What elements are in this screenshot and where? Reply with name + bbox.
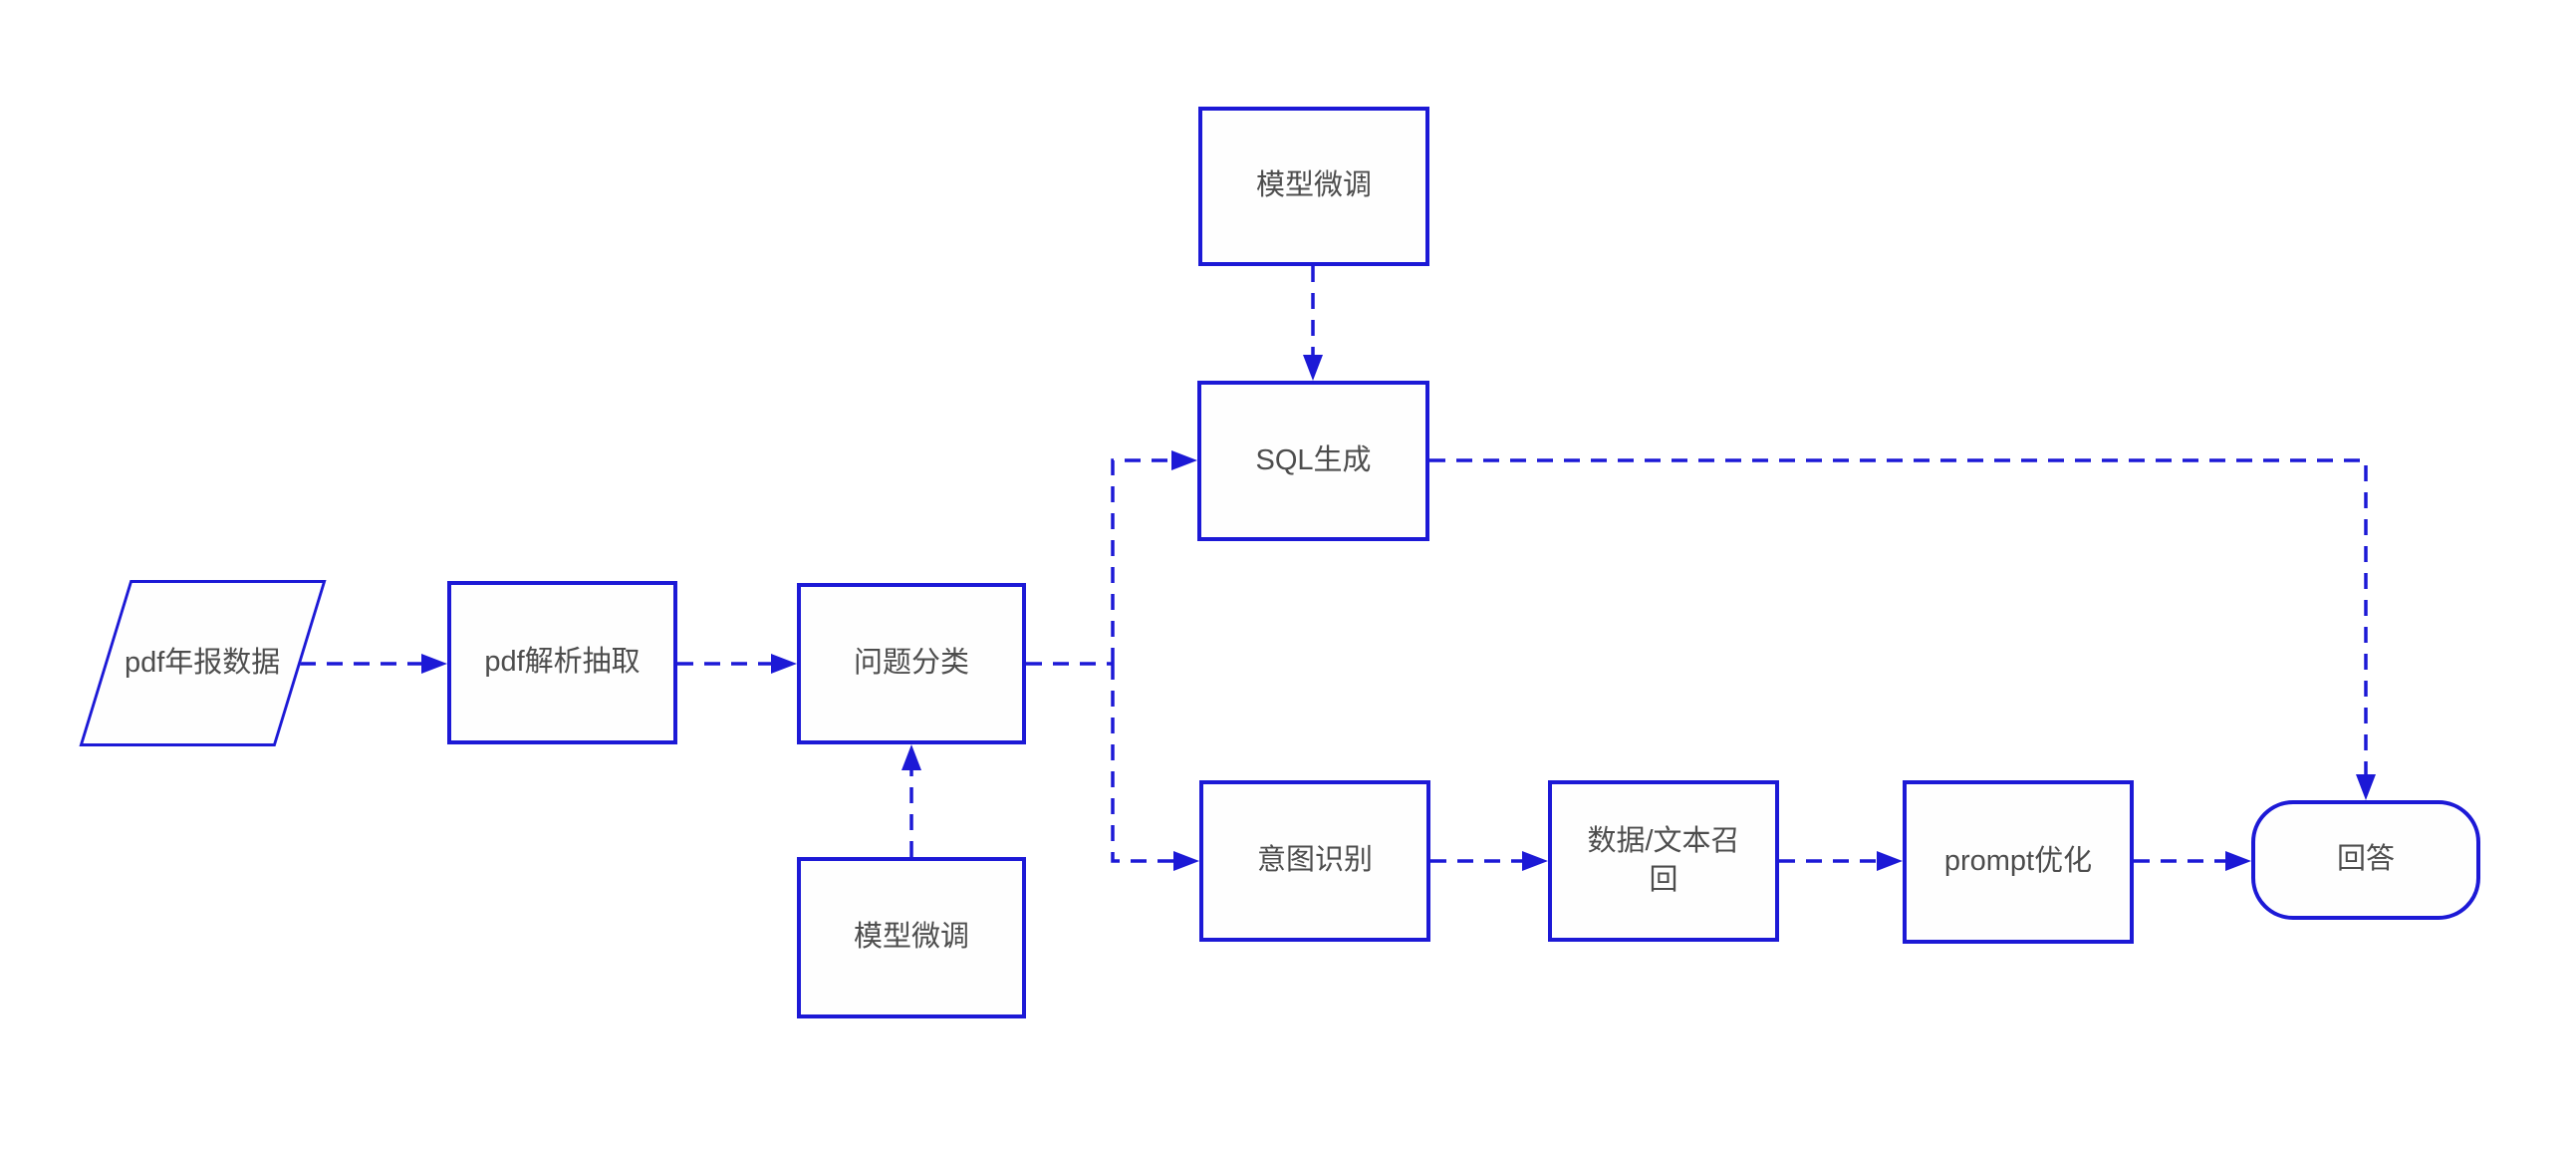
node-answer: 回答: [2251, 800, 2480, 920]
node-question-classification: 问题分类: [797, 583, 1026, 744]
node-label: 数据/文本召回: [1587, 824, 1740, 896]
arrowhead-junction-to-intent: [1173, 851, 1199, 871]
arrowhead-intent-to-recall: [1522, 851, 1548, 871]
node-model-finetune-top: 模型微调: [1198, 107, 1429, 266]
node-model-finetune-bottom: 模型微调: [797, 857, 1026, 1018]
node-pdf-parse-extract: pdf解析抽取: [447, 581, 677, 744]
arrowhead-pdf-data-to-parse: [421, 654, 447, 674]
node-sql-generation: SQL生成: [1197, 381, 1429, 541]
node-label: 模型微调: [853, 921, 969, 954]
arrowhead-parse-to-classify: [771, 654, 797, 674]
arrowhead-junction-to-sql: [1171, 450, 1197, 470]
node-label: pdf年报数据: [125, 646, 281, 679]
edge-sql-to-answer: [1429, 458, 2368, 787]
node-label: 模型微调: [1255, 169, 1372, 202]
node-label: 回答: [2336, 843, 2395, 876]
arrowhead-sql-to-answer: [2356, 774, 2376, 800]
arrowhead-recall-to-prompt: [1877, 851, 1903, 871]
node-label: 问题分类: [853, 647, 969, 680]
arrowhead-prompt-to-answer: [2225, 851, 2251, 871]
edge-junction-to-intent: [1111, 664, 1185, 863]
node-prompt-optimization: prompt优化: [1903, 780, 2134, 944]
node-intent-recognition: 意图识别: [1199, 780, 1430, 942]
node-label: SQL生成: [1255, 443, 1372, 476]
node-label: 意图识别: [1256, 844, 1373, 877]
node-data-text-recall: 数据/文本召回: [1548, 780, 1779, 942]
arrowhead-finetune-bottom-to-classify: [902, 744, 921, 770]
edge-junction-to-sql: [1111, 458, 1183, 664]
node-label: prompt优化: [1943, 845, 2093, 878]
arrowhead-finetune-top-to-sql: [1303, 355, 1323, 381]
node-label: pdf解析抽取: [484, 646, 641, 679]
